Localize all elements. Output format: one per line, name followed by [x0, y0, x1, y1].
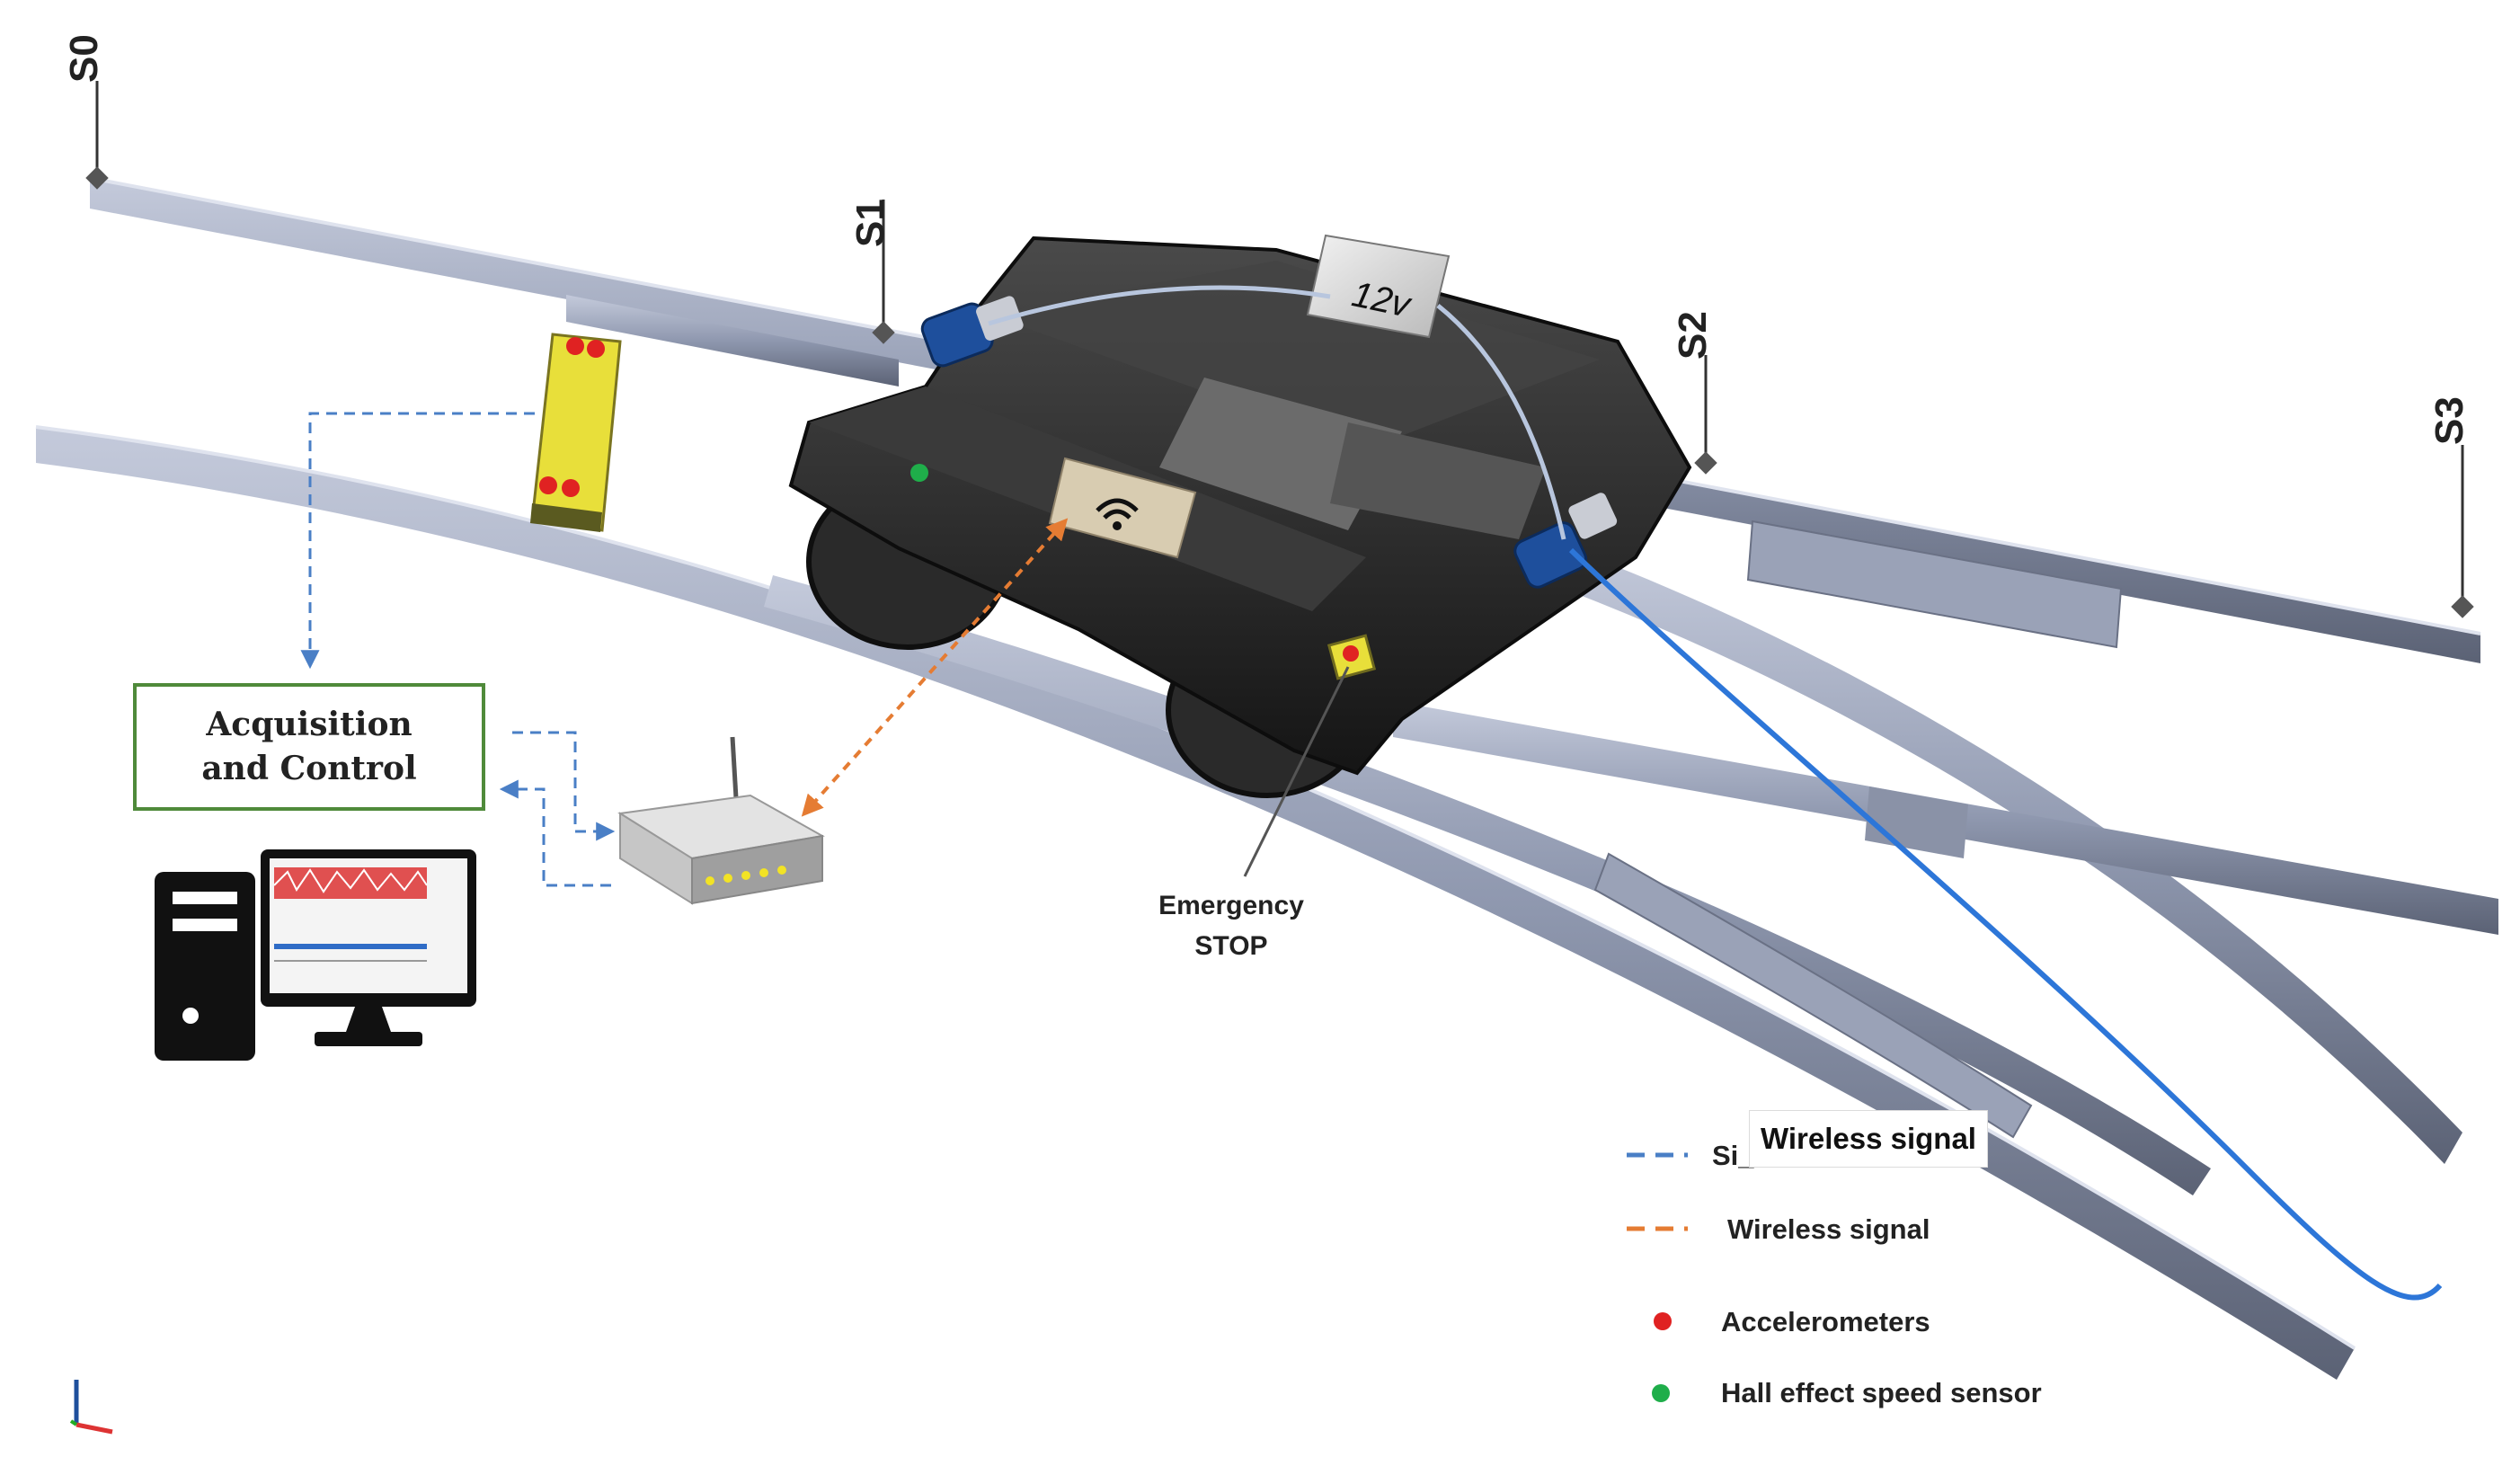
- station-label-s0: S0: [62, 34, 106, 83]
- frog-block: [1865, 786, 1968, 858]
- actuator-right: [1513, 493, 1618, 589]
- wireless-module: [1048, 457, 1197, 559]
- station-label-s2: S2: [1671, 311, 1715, 360]
- wifi-icon: [1096, 498, 1139, 530]
- axis-triad-icon: [69, 1380, 113, 1435]
- emergency-line-2: STOP: [1194, 931, 1268, 961]
- monitor-icon: [261, 849, 476, 1046]
- station-label-s1: S1: [848, 199, 892, 247]
- sensor-cable: [1568, 547, 2443, 1301]
- accelerometer-dot: [562, 479, 580, 497]
- box-line-2: and Control: [201, 750, 417, 787]
- hall-sensor-dot: [910, 464, 928, 482]
- trackside-sensor-bar: [530, 333, 622, 532]
- legend-wireless: Wireless signal: [1727, 1213, 1930, 1245]
- legend-hall-dot: [1652, 1384, 1670, 1402]
- rail-diverging-1: [1528, 539, 2462, 1164]
- legend-hall: Hall effect speed sensor: [1721, 1377, 2042, 1408]
- rail-upper-second: [566, 295, 899, 386]
- legend-signal-cut: Si_: [1712, 1140, 1754, 1171]
- acquisition-control-box: Acquisition and Control: [133, 683, 485, 811]
- legend-accelerometers: Accelerometers: [1721, 1306, 1930, 1337]
- bogie: 12v: [788, 234, 1692, 798]
- check-rail-1: [1746, 520, 2123, 649]
- accelerometer-dot: [587, 340, 605, 358]
- legend-accelerometer-dot: [1654, 1312, 1672, 1330]
- accelerometer-dot: [1343, 645, 1359, 662]
- legend-signal-tag: Wireless signal: [1749, 1110, 1988, 1168]
- computer-icon: [155, 849, 476, 1061]
- emergency-stop-label: Emergency STOP: [1150, 885, 1312, 966]
- check-rail-2: [1593, 852, 2033, 1139]
- accelerometer-dot: [539, 476, 557, 494]
- emergency-line-1: Emergency: [1158, 891, 1304, 920]
- box-line-1: Acquisition: [206, 706, 413, 744]
- router-icon: [617, 736, 825, 905]
- station-label-s3: S3: [2427, 396, 2471, 445]
- accelerometer-dot: [566, 337, 584, 355]
- signal-lines: [300, 412, 1069, 887]
- battery-box: [1306, 234, 1451, 339]
